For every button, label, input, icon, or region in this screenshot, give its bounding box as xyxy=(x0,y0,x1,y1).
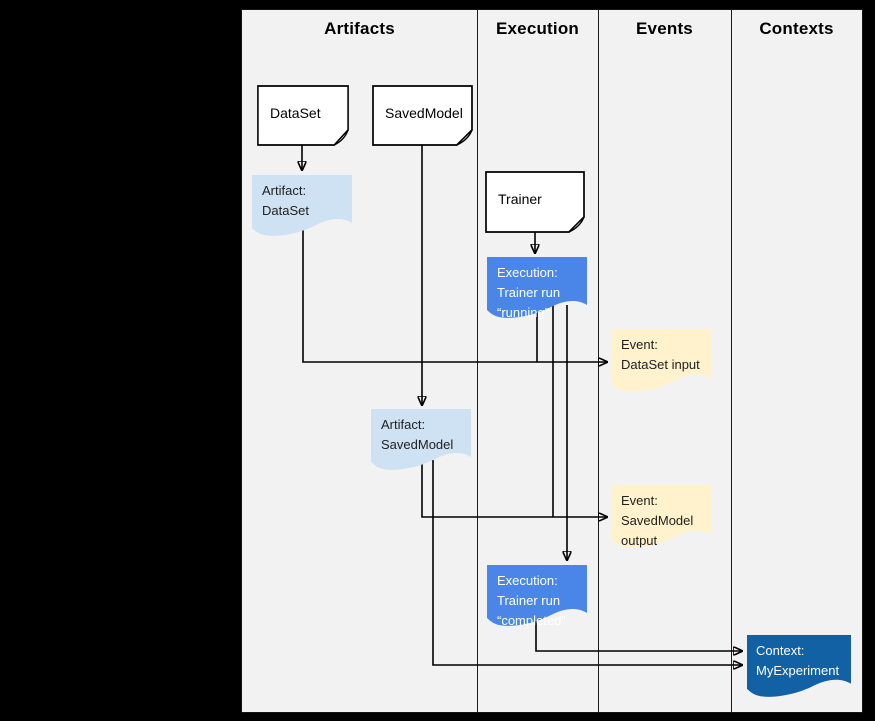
node-trainer-type: Trainer xyxy=(485,171,585,233)
document-shape-icon xyxy=(371,409,471,470)
node-label: SavedModel xyxy=(385,104,463,121)
node-label: DataSet xyxy=(270,104,321,121)
node-context-myexperiment: Context: MyExperiment xyxy=(747,635,851,700)
document-shape-icon xyxy=(611,485,711,548)
document-shape-icon xyxy=(252,175,352,236)
swimlane-diagram: Artifacts Execution Events Contexts Data… xyxy=(241,9,863,713)
node-dataset-type: DataSet xyxy=(257,85,349,146)
node-label: Trainer xyxy=(498,191,542,207)
edge-artifact-dataset-to-event-dataset-input xyxy=(302,225,607,362)
node-event-savedmodel-output: Event: SavedModel output xyxy=(611,485,711,551)
edge-artifact-savedmodel-to-context xyxy=(432,460,742,665)
lane-divider xyxy=(477,10,478,712)
document-shape-icon xyxy=(487,257,587,318)
lane-header-execution: Execution xyxy=(495,19,580,38)
connector-lines xyxy=(242,140,862,712)
lane-divider xyxy=(731,10,732,712)
node-execution-running: Execution: Trainer run “running” xyxy=(487,257,587,321)
lane-header-events: Events xyxy=(636,19,693,38)
document-shape-icon xyxy=(747,635,851,697)
edge-execution-completed-to-context xyxy=(535,620,742,651)
node-label: Event: DataSet input xyxy=(621,337,700,372)
folded-corner-shape-icon xyxy=(485,171,585,233)
lane-header-artifacts: Artifacts xyxy=(324,19,395,38)
node-label: Execution: Trainer run “running” xyxy=(497,265,561,320)
edge-artifact-savedmodel-to-event-savedmodel-output xyxy=(421,460,607,517)
node-execution-completed: Execution: Trainer run “completed” xyxy=(487,565,587,629)
node-label: Artifact: DataSet xyxy=(262,183,309,218)
node-artifact-dataset: Artifact: DataSet xyxy=(252,175,352,239)
node-label: Context: MyExperiment xyxy=(756,643,840,678)
document-shape-icon xyxy=(611,329,711,392)
node-label: Execution: Trainer run “completed” xyxy=(497,573,566,628)
folded-corner-shape-icon xyxy=(372,85,473,146)
node-event-dataset-input: Event: DataSet input xyxy=(611,329,711,395)
node-savedmodel-type: SavedModel xyxy=(372,85,473,146)
node-label: Event: SavedModel output xyxy=(621,493,694,548)
document-shape-icon xyxy=(487,565,587,626)
folded-corner-shape-icon xyxy=(257,85,349,146)
node-label: Artifact: SavedModel xyxy=(381,417,454,452)
node-artifact-savedmodel: Artifact: SavedModel xyxy=(371,409,471,473)
lane-header-contexts: Contexts xyxy=(759,19,834,38)
